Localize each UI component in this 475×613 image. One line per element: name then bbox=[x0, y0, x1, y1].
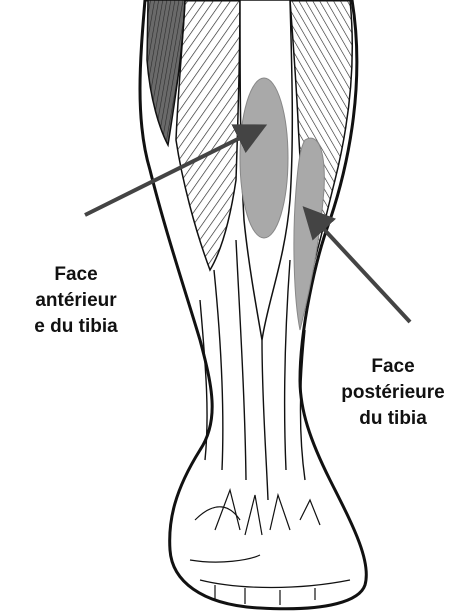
anterior-label-line-2: antérieur bbox=[2, 288, 150, 314]
posterior-face-label: Face postérieure du tibia bbox=[318, 354, 468, 432]
posterior-label-line-3: du tibia bbox=[318, 406, 468, 432]
posterior-label-line-2: postérieure bbox=[318, 380, 468, 406]
posterior-arrow bbox=[308, 212, 410, 322]
anterior-face-label: Face antérieur e du tibia bbox=[2, 262, 150, 340]
anterior-label-line-1: Face bbox=[2, 262, 150, 288]
posterior-label-line-1: Face bbox=[318, 354, 468, 380]
anterior-face-highlight bbox=[240, 78, 288, 238]
anterior-label-line-3: e du tibia bbox=[2, 314, 150, 340]
